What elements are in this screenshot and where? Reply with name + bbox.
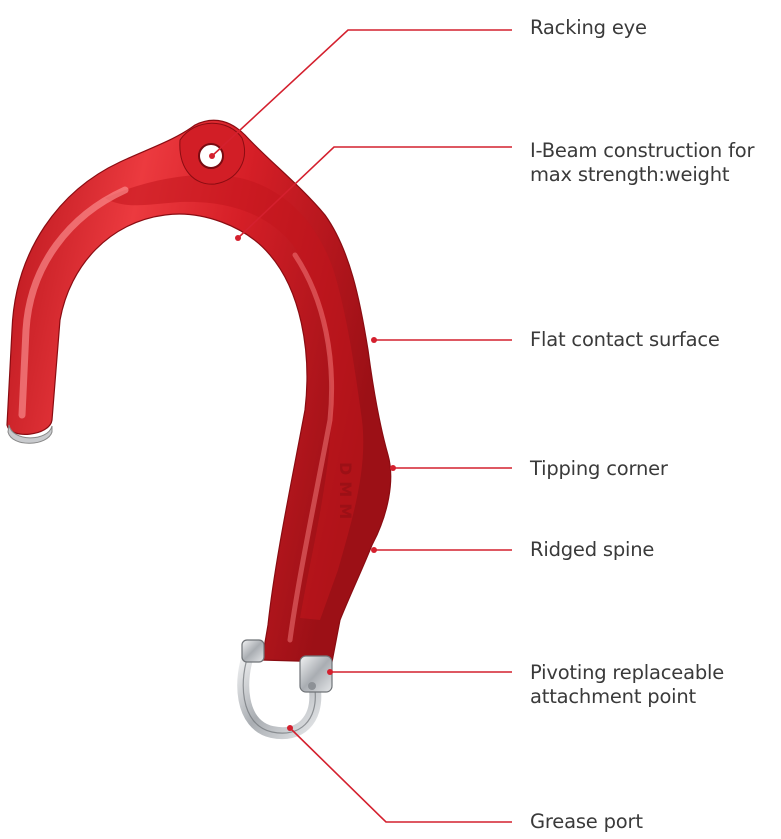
callout-pivoting-attachment-line-2: attachment point: [530, 685, 696, 708]
grease-port-nipple: [308, 682, 316, 690]
spine-highlight: [287, 252, 335, 643]
callout-i-beam-line-1: I-Beam construction for: [530, 139, 755, 162]
callout-tipping-corner: Tipping corner: [530, 457, 668, 481]
leader-racking-eye: [211, 29, 512, 157]
hook-highlight: [18, 186, 129, 419]
leader-dot-i-beam: [235, 235, 241, 241]
hook-tip: [7, 424, 53, 444]
leader-dot-racking-eye: [209, 153, 215, 159]
callout-pivoting-attachment-line-1: Pivoting replaceable: [530, 661, 725, 684]
callout-i-beam: I-Beam construction for max strength:wei…: [530, 139, 754, 187]
hook-engraving: DMM: [336, 462, 355, 525]
callout-racking-eye-line-1: Racking eye: [530, 16, 647, 39]
callout-leaders: [209, 29, 512, 823]
leader-dot-ridged-spine: [371, 547, 377, 553]
leader-dot-grease-port: [287, 725, 293, 731]
callout-i-beam-line-2: max strength:weight: [530, 163, 730, 186]
attachment-shackle: [237, 639, 333, 740]
callout-racking-eye: Racking eye: [530, 16, 647, 40]
shackle-pivot-block: [299, 655, 333, 693]
leader-i-beam: [237, 146, 512, 239]
leader-dot-flat-contact-surface: [371, 337, 377, 343]
hook-main-shape: [6, 119, 392, 663]
callout-ridged-spine: Ridged spine: [530, 538, 654, 562]
hook-body: DMM: [6, 119, 392, 663]
callout-pivoting-attachment: Pivoting replaceable attachment point: [530, 661, 724, 709]
callout-grease-port: Grease port: [530, 810, 643, 834]
callout-grease-port-line-1: Grease port: [530, 810, 643, 833]
shackle-bow-edge: [242, 649, 316, 734]
callout-flat-contact-surface-line-1: Flat contact surface: [530, 328, 720, 351]
callout-flat-contact-surface: Flat contact surface: [530, 328, 720, 352]
shackle-pin-left: [241, 639, 265, 663]
callout-ridged-spine-line-1: Ridged spine: [530, 538, 655, 561]
leader-dot-pivoting-attachment: [327, 669, 333, 675]
leader-dot-tipping-corner: [390, 465, 396, 471]
callout-tipping-corner-line-1: Tipping corner: [530, 457, 668, 480]
leader-grease-port: [289, 727, 512, 823]
